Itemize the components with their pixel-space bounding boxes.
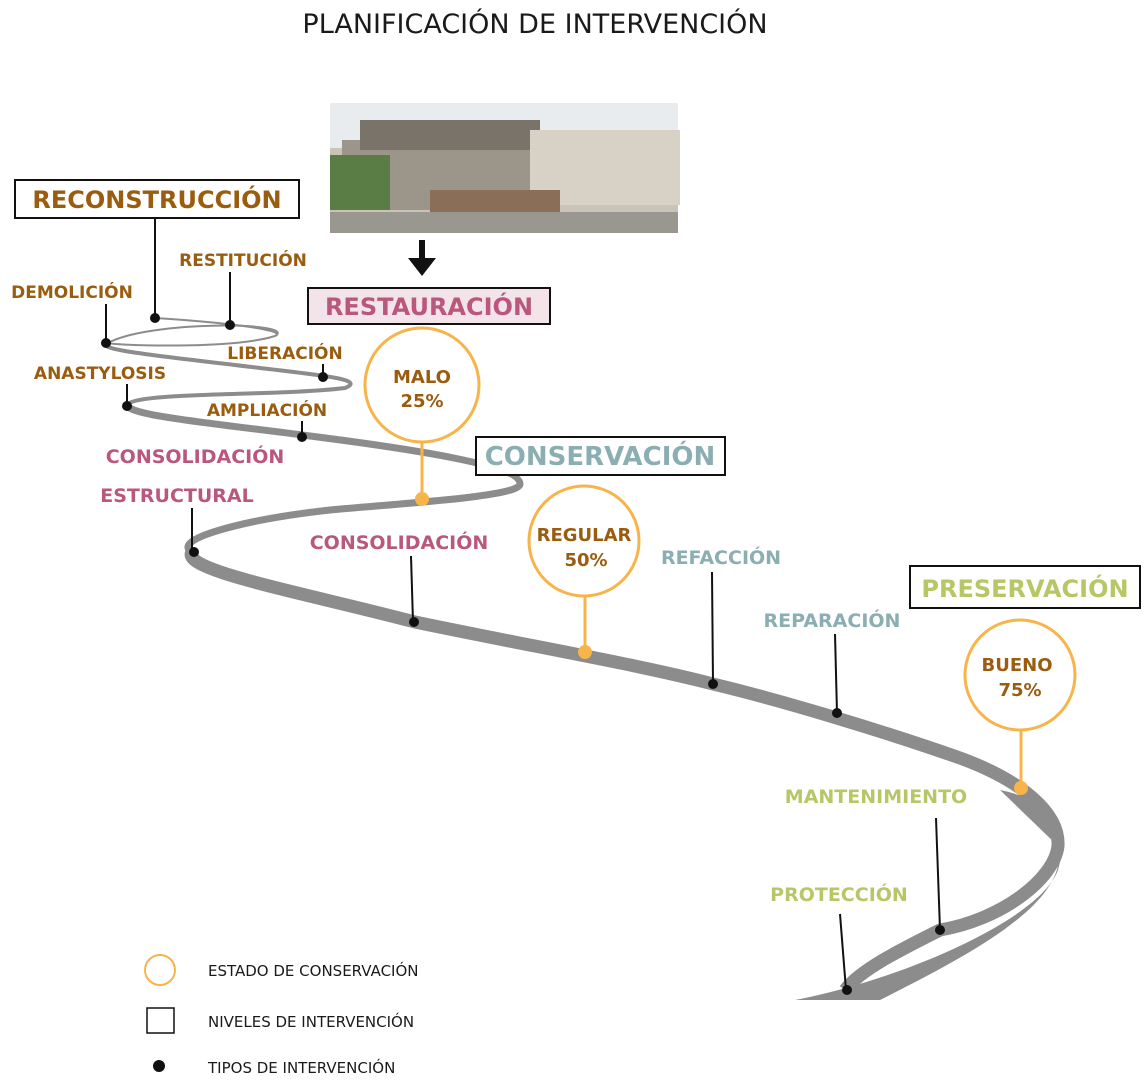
type-mantenimiento: MANTENIMIENTO — [785, 786, 967, 935]
page-title: PLANIFICACIÓN DE INTERVENCIÓN — [302, 8, 767, 40]
type-proteccion: PROTECCIÓN — [770, 882, 908, 995]
level-conservacion: CONSERVACIÓN — [475, 436, 726, 476]
road-band — [103, 317, 1065, 1000]
svg-text:CONSERVACIÓN: CONSERVACIÓN — [485, 440, 716, 472]
building-photo — [330, 103, 680, 233]
legend: ESTADO DE CONSERVACIÓN NIVELES DE INTERV… — [144, 954, 419, 1077]
legend-state-icon — [144, 954, 176, 986]
level-reconstruccion: RECONSTRUCCIÓN — [14, 179, 300, 219]
svg-text:AMPLIACIÓN: AMPLIACIÓN — [207, 399, 327, 421]
svg-text:50%: 50% — [564, 550, 607, 571]
svg-text:PROTECCIÓN: PROTECCIÓN — [770, 882, 908, 906]
state-bueno: BUENO 75% — [963, 618, 1077, 795]
svg-text:25%: 25% — [400, 391, 443, 412]
svg-text:TIPOS DE INTERVENCIÓN: TIPOS DE INTERVENCIÓN — [207, 1058, 395, 1077]
level-preservacion: PRESERVACIÓN — [909, 565, 1141, 609]
intervention-dot — [150, 313, 160, 323]
legend-type-icon — [153, 1060, 165, 1072]
svg-text:RECONSTRUCCIÓN: RECONSTRUCCIÓN — [32, 184, 281, 214]
svg-text:MALO: MALO — [393, 367, 451, 388]
type-liberacion: LIBERACIÓN — [227, 342, 343, 382]
svg-text:RESTAURACIÓN: RESTAURACIÓN — [325, 291, 533, 321]
svg-text:MANTENIMIENTO: MANTENIMIENTO — [785, 786, 967, 808]
type-ampliacion: AMPLIACIÓN — [207, 399, 327, 442]
svg-text:CONSOLIDACIÓN: CONSOLIDACIÓN — [106, 444, 285, 468]
down-arrow-icon — [408, 240, 436, 276]
level-restauracion: RESTAURACIÓN — [307, 287, 551, 325]
state-malo: MALO 25% — [363, 326, 481, 506]
svg-text:ESTADO DE CONSERVACIÓN: ESTADO DE CONSERVACIÓN — [208, 961, 419, 980]
svg-text:CONSOLIDACIÓN: CONSOLIDACIÓN — [310, 530, 489, 554]
type-demolicion: DEMOLICIÓN — [11, 281, 133, 348]
state-regular: REGULAR 50% — [527, 484, 641, 659]
svg-text:RESTITUCIÓN: RESTITUCIÓN — [179, 249, 307, 271]
type-restitucion: RESTITUCIÓN — [179, 249, 307, 330]
svg-text:REPARACIÓN: REPARACIÓN — [764, 608, 901, 632]
svg-text:75%: 75% — [998, 680, 1041, 701]
svg-text:PRESERVACIÓN: PRESERVACIÓN — [921, 573, 1128, 603]
svg-text:REFACCIÓN: REFACCIÓN — [661, 545, 781, 569]
svg-text:ESTRUCTURAL: ESTRUCTURAL — [100, 485, 253, 507]
svg-text:REGULAR: REGULAR — [537, 525, 632, 546]
type-refaccion: REFACCIÓN — [661, 545, 781, 689]
svg-text:LIBERACIÓN: LIBERACIÓN — [227, 342, 342, 364]
type-reparacion: REPARACIÓN — [764, 608, 901, 718]
type-consolidacion-estructural: CONSOLIDACIÓN ESTRUCTURAL — [100, 444, 284, 557]
legend-level-icon — [146, 1007, 175, 1034]
svg-text:DEMOLICIÓN: DEMOLICIÓN — [11, 281, 133, 303]
type-anastylosis: ANASTYLOSIS — [34, 364, 166, 411]
svg-text:BUENO: BUENO — [982, 655, 1053, 676]
svg-text:NIVELES DE INTERVENCIÓN: NIVELES DE INTERVENCIÓN — [208, 1012, 414, 1031]
svg-text:ANASTYLOSIS: ANASTYLOSIS — [34, 364, 166, 384]
type-consolidacion: CONSOLIDACIÓN — [310, 530, 489, 627]
